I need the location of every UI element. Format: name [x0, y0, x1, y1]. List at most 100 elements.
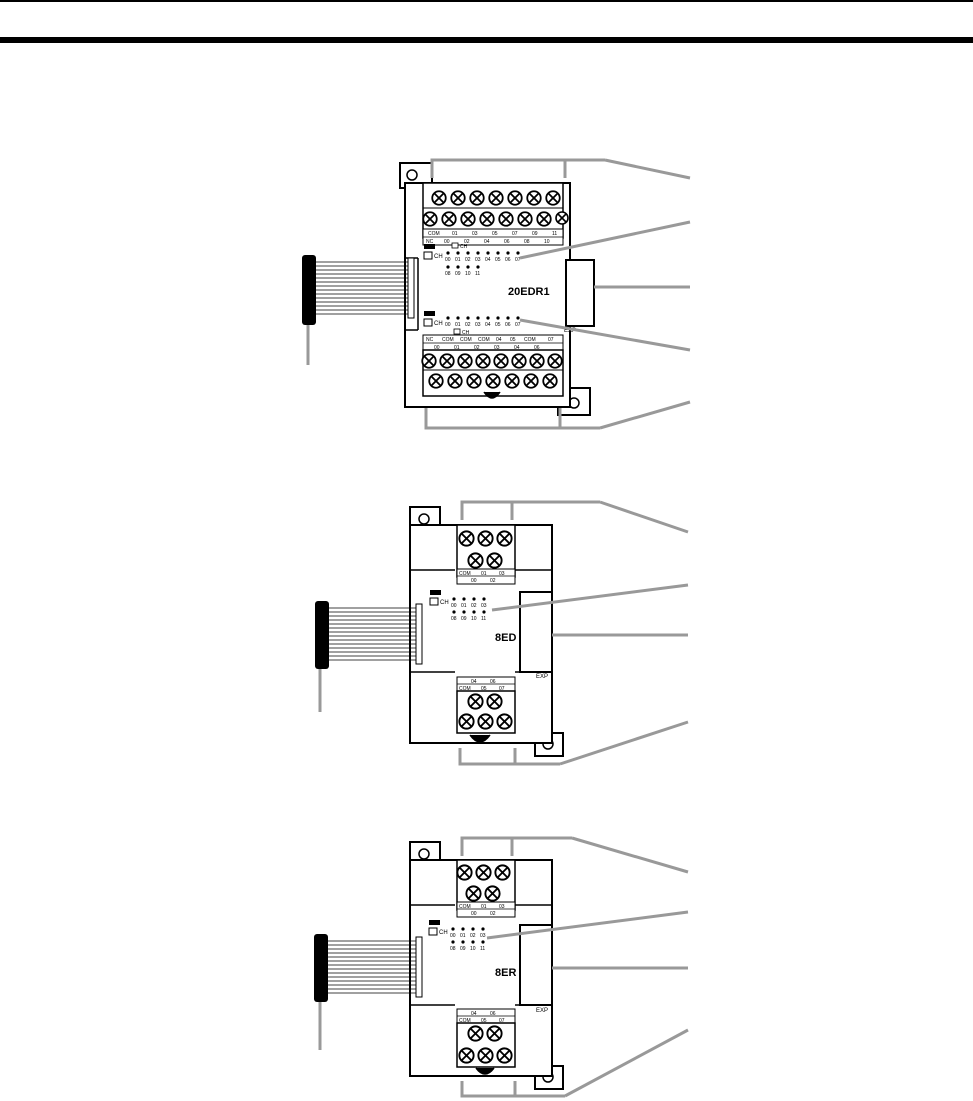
expansion-cable	[314, 934, 423, 1002]
terminal-label: 06	[490, 1011, 496, 1017]
led-label: 08	[450, 946, 456, 952]
terminal-label: 07	[499, 1018, 505, 1024]
terminal-label: 04	[471, 679, 477, 685]
terminal-label: 10	[544, 239, 550, 245]
callout-lines	[318, 500, 689, 766]
led-label: 03	[480, 933, 486, 939]
terminal-label: 02	[464, 239, 470, 245]
led-label: 02	[470, 933, 476, 939]
callout-lines	[318, 836, 689, 1098]
led-label: 11	[481, 616, 486, 622]
indicator-label: CH	[460, 244, 468, 250]
led-label: 00	[450, 933, 456, 939]
din-rail-hook	[483, 391, 501, 399]
cable-connector	[315, 601, 329, 669]
led-label: 10	[470, 946, 476, 952]
terminal-label: COM	[442, 337, 454, 343]
exp-label: EXP	[536, 674, 548, 680]
terminal-label: 05	[492, 231, 498, 237]
terminal-label: COM	[459, 904, 471, 910]
header-rule-thick	[0, 37, 973, 43]
led-label: 06	[505, 257, 511, 263]
led-label: 11	[480, 946, 485, 952]
led-label: 10	[471, 616, 477, 622]
led-label: 01	[460, 933, 466, 939]
led-label: 02	[471, 603, 477, 609]
output-indicators: CH 00 01 02 03 04 05 06 07 CH	[423, 311, 521, 336]
input-indicators: CH 00 01 02 03 08 09 10 11	[429, 590, 487, 622]
terminal-label: 07	[499, 686, 505, 692]
terminal-label: 07	[548, 337, 554, 343]
terminal-label: 07	[512, 231, 518, 237]
terminal-label: 01	[452, 231, 458, 237]
model-label: 8ER	[495, 967, 516, 979]
terminal-label: 04	[471, 1011, 477, 1017]
terminal-label: 01	[481, 904, 487, 910]
led-label: 08	[445, 271, 451, 277]
indicator-label: CH	[439, 930, 448, 936]
led-label: 00	[451, 603, 457, 609]
terminal-label: NC	[426, 239, 434, 245]
terminal-label: 06	[534, 345, 540, 351]
led-label: 05	[495, 257, 501, 263]
exp-label: EXP	[536, 1008, 548, 1014]
terminal-label: 00	[471, 911, 477, 917]
terminal-label: 06	[490, 679, 496, 685]
led-label: 11	[475, 271, 480, 277]
led-label: 00	[445, 257, 451, 263]
cable-connector	[314, 934, 328, 1002]
terminal-label: COM	[459, 686, 471, 692]
unit-20edr1: COM 01 03 05 07 09 11 NC 00 02 04 06 08 …	[302, 158, 691, 430]
terminal-label: 02	[474, 345, 480, 351]
unit-8ed: COM 01 03 00 02 CH 00 01 02 03 08 09 10	[315, 500, 689, 766]
terminal-label: 00	[444, 239, 450, 245]
din-rail-hook	[475, 1067, 495, 1075]
callout-lines	[306, 158, 691, 430]
terminal-label: 03	[494, 345, 500, 351]
model-label: 20EDR1	[508, 286, 550, 298]
terminal-label: 05	[510, 337, 516, 343]
expansion-cable	[302, 255, 415, 325]
input-indicators: CH CH 00 01 02 03 04 05 06 07 08 09 10	[423, 242, 521, 277]
terminal-label: COM	[524, 337, 536, 343]
input-indicators: CH 00 01 02 03 08 09 10 11	[428, 920, 486, 952]
led-label: 01	[455, 322, 461, 328]
indicator-label: CH	[434, 254, 443, 260]
indicator-label: CH	[440, 600, 449, 606]
expansion-cable	[315, 601, 423, 669]
terminal-label: 02	[490, 911, 496, 917]
led-label: 03	[475, 322, 481, 328]
din-rail-hook	[469, 734, 491, 743]
terminal-label: 00	[434, 345, 440, 351]
exp-label: EXP	[564, 328, 576, 334]
terminal-label: 03	[472, 231, 478, 237]
indicator-label: CH	[434, 321, 443, 327]
terminal-label: NC	[426, 337, 434, 343]
terminal-label: 04	[484, 239, 490, 245]
led-label: 07	[515, 257, 521, 263]
led-label: 04	[485, 322, 491, 328]
terminal-label: 04	[496, 337, 502, 343]
terminal-label: COM	[459, 1018, 471, 1024]
led-label: 06	[505, 322, 511, 328]
led-label: 09	[455, 271, 461, 277]
terminal-label: 06	[504, 239, 510, 245]
led-label: 05	[495, 322, 501, 328]
expansion-connector-cover	[519, 924, 553, 1006]
terminal-label: COM	[478, 337, 490, 343]
header-rule-thin	[0, 0, 973, 2]
led-label: 07	[515, 322, 521, 328]
led-label: 09	[460, 946, 466, 952]
cable-connector	[302, 255, 316, 325]
terminal-label: COM	[428, 231, 440, 237]
led-label: 03	[481, 603, 487, 609]
terminal-label: 03	[499, 571, 505, 577]
terminal-label: 03	[499, 904, 505, 910]
led-label: 04	[485, 257, 491, 263]
expansion-connector-cover	[565, 259, 595, 327]
led-label: 01	[455, 257, 461, 263]
terminal-label: 01	[454, 345, 460, 351]
terminal-label: 05	[481, 1018, 487, 1024]
